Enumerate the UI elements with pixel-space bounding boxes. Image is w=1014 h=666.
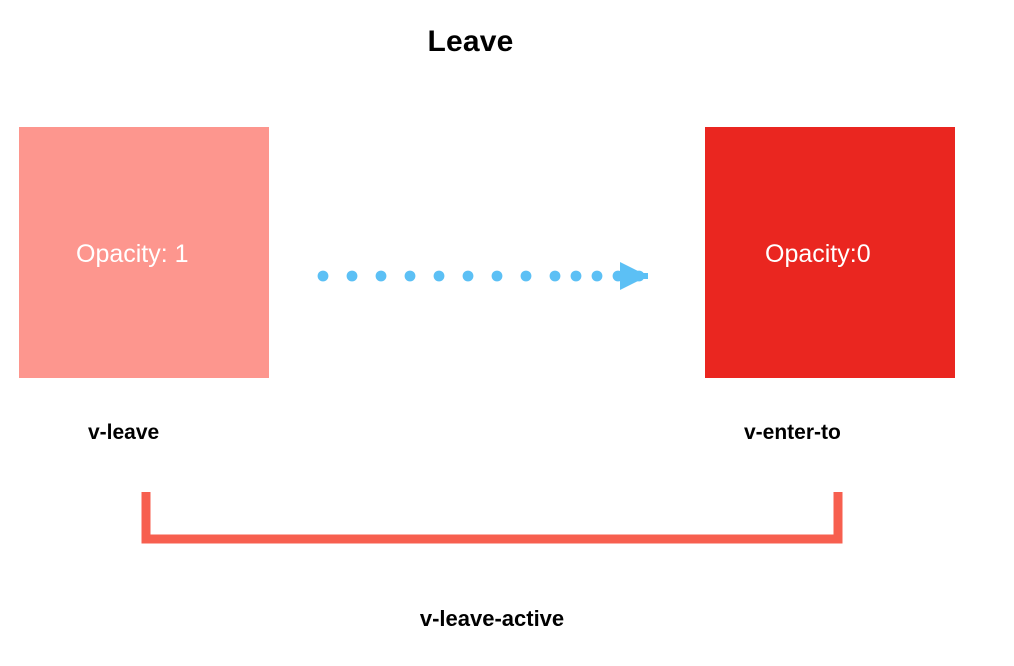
bracket-icon [141,492,843,544]
transition-arrow [312,258,652,294]
state-box-leave-end: Opacity:0 [705,127,955,378]
active-class-bracket [138,486,846,552]
bracket-caption-v-leave-active: v-leave-active [419,606,565,631]
page-title: Leave [427,25,514,58]
state-opacity-label-end: Opacity:0 [765,240,871,268]
state-opacity-label-start: Opacity: 1 [76,240,189,268]
state-box-leave-start: Opacity: 1 [19,127,269,378]
arrow-head-icon [620,262,648,290]
class-caption-v-enter-to: v-enter-to [744,421,841,444]
dotted-arrow-icon [317,270,645,282]
arrow-head [618,258,650,294]
class-caption-v-leave: v-leave [88,421,160,444]
